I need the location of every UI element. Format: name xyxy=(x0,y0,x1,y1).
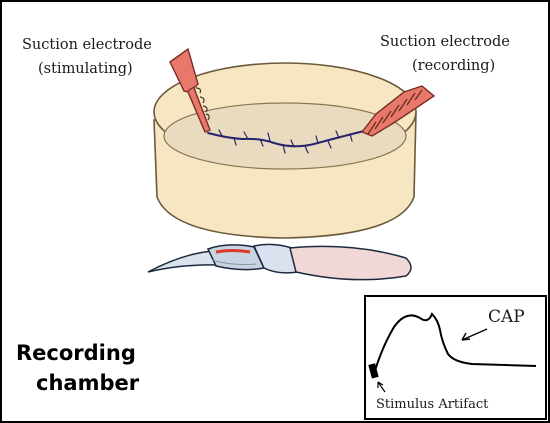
rec-label-line1: Suction electrode xyxy=(380,34,510,50)
nerve-trunk xyxy=(207,130,365,148)
stimulus-artifact-label: Stimulus Artifact xyxy=(376,397,489,412)
cap-arrow xyxy=(461,328,488,341)
cap-label: CAP xyxy=(488,307,525,327)
claw-finger xyxy=(147,250,220,273)
stim-label-line1: Suction electrode xyxy=(22,37,152,53)
crab-claw xyxy=(147,243,412,281)
nerve-branches xyxy=(218,129,353,154)
claw-cut xyxy=(215,249,251,254)
cap-trace xyxy=(373,312,537,375)
stimulus-artifact-mark xyxy=(368,363,379,379)
nerve xyxy=(207,129,365,154)
dish-saline xyxy=(163,102,407,170)
stim-electrode-wire xyxy=(195,87,210,121)
artifact-arrow xyxy=(377,381,386,393)
claw-merus xyxy=(289,245,412,281)
cap-inset-frame xyxy=(364,295,547,420)
chamber-title-line2: chamber xyxy=(36,371,140,395)
rec-electrode-coil xyxy=(367,89,423,135)
chamber-title-line1: Recording xyxy=(16,341,136,365)
stim-label-line2: (stimulating) xyxy=(38,61,133,77)
stim-electrode-body xyxy=(169,47,211,133)
stimulating-electrode xyxy=(169,47,211,133)
recording-electrode xyxy=(360,85,436,137)
rec-label-line2: (recording) xyxy=(412,58,495,74)
cap-inset: CAP Stimulus Artifact xyxy=(364,295,547,420)
